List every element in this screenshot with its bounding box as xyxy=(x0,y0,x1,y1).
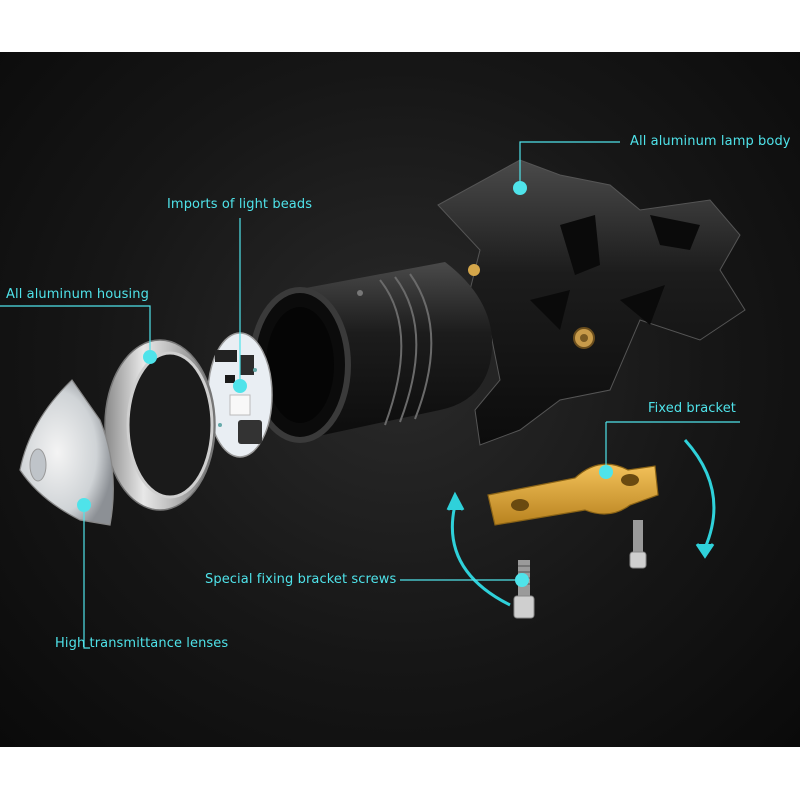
label-bracket-screws: Special fixing bracket screws xyxy=(205,572,397,587)
screw-shape xyxy=(513,520,647,619)
label-lamp-body: All aluminum lamp body xyxy=(630,134,791,149)
lamp-body-shape xyxy=(437,159,746,446)
aluminum-housing-shape xyxy=(104,339,216,511)
rotation-arrow xyxy=(446,438,716,607)
marker-dots xyxy=(77,181,613,587)
label-fixed-bracket: Fixed bracket xyxy=(648,401,736,416)
lamp-cylinder-shape xyxy=(249,262,493,443)
label-housing: All aluminum housing xyxy=(6,287,149,302)
label-light-beads: Imports of light beads xyxy=(167,197,313,212)
lens-shape xyxy=(19,379,114,526)
fixed-bracket-shape xyxy=(487,463,659,526)
leader-lines xyxy=(0,141,740,649)
label-lenses: High transmittance lenses xyxy=(55,636,229,651)
